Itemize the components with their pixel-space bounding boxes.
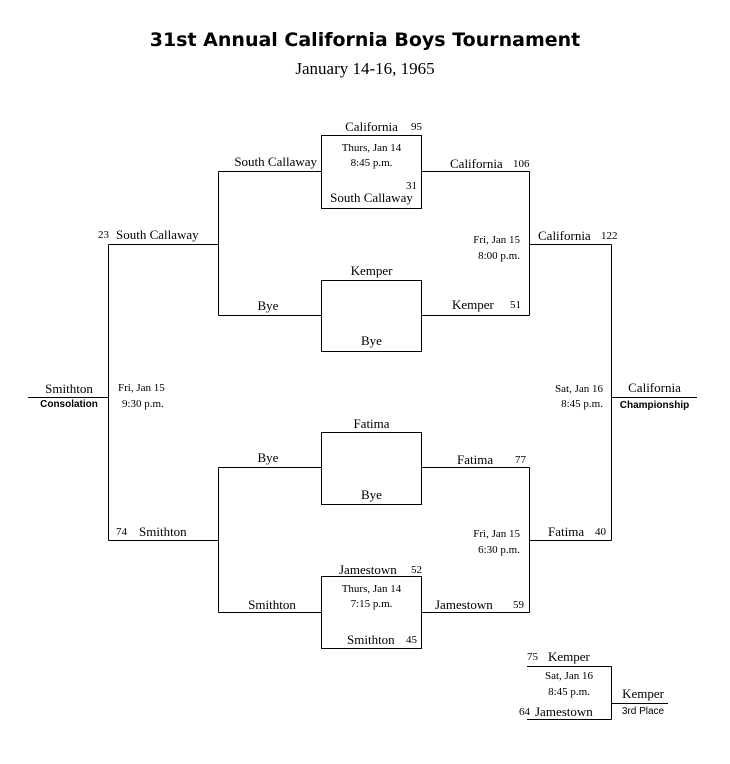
game3-top-team: Fatima xyxy=(353,416,390,431)
game1-bottom-score: 31 xyxy=(406,180,417,192)
right-r1-fatima: Fatima xyxy=(457,452,494,467)
right-r1-kemper-score: 51 xyxy=(510,299,521,311)
right-semi-california: California xyxy=(538,228,591,243)
consolation-time: 9:30 p.m. xyxy=(122,398,164,410)
right-r1-jamestown: Jamestown xyxy=(435,597,493,612)
right-r1-fatima-score: 77 xyxy=(515,454,526,466)
left-semi-south-callaway-score: 23 xyxy=(98,229,109,241)
game1-day: Thurs, Jan 14 xyxy=(341,142,402,154)
page-title: 31st Annual California Boys Tournament xyxy=(149,29,581,51)
game-box-1 xyxy=(321,135,422,209)
consolation-winner: Smithton xyxy=(45,381,93,396)
third-place-winner: Kemper xyxy=(622,686,664,701)
game1-bottom-team: South Callaway xyxy=(330,190,413,205)
third-time: 8:45 p.m. xyxy=(548,686,590,698)
right-semi-fatima-score: 40 xyxy=(595,526,606,538)
championship-day: Sat, Jan 16 xyxy=(555,383,603,395)
game1-top-team: California xyxy=(345,119,398,134)
left-r1-bye-bottom: Bye xyxy=(257,450,279,465)
left-r1-south-callaway: South Callaway xyxy=(234,154,317,169)
game-box-3 xyxy=(321,432,422,505)
championship-label: Championship xyxy=(619,400,690,411)
right-semi-california-score: 122 xyxy=(601,230,618,242)
third-place-label: 3rd Place xyxy=(621,706,665,717)
semi-bottom-time: 6:30 p.m. xyxy=(478,544,520,556)
game3-bottom-team: Bye xyxy=(361,487,382,502)
game4-bottom-score: 45 xyxy=(406,634,417,646)
left-semi-smithton-score: 74 xyxy=(116,526,127,538)
game2-top-team: Kemper xyxy=(350,263,393,278)
semi-top-time: 8:00 p.m. xyxy=(478,250,520,262)
right-r1-jamestown-score: 59 xyxy=(513,599,524,611)
game-box-2 xyxy=(321,280,422,352)
game-box-4 xyxy=(321,576,422,649)
game4-top-score: 52 xyxy=(411,564,422,576)
right-r1-california-score: 106 xyxy=(513,158,530,170)
game1-time: 8:45 p.m. xyxy=(350,157,393,169)
right-r1-kemper: Kemper xyxy=(452,297,494,312)
game2-bottom-team: Bye xyxy=(361,333,382,348)
third-bottom-score: 64 xyxy=(519,706,530,718)
right-r1-california: California xyxy=(450,156,503,171)
game1-top-score: 95 xyxy=(411,121,422,133)
left-semi-smithton: Smithton xyxy=(139,524,187,539)
third-top-score: 75 xyxy=(527,651,538,663)
game4-time: 7:15 p.m. xyxy=(350,598,393,610)
third-top-team: Kemper xyxy=(548,649,590,664)
third-bottom-team: Jamestown xyxy=(535,704,593,719)
semi-top-day: Fri, Jan 15 xyxy=(473,234,520,246)
consolation-label: Consolation xyxy=(40,399,98,410)
semi-bottom-day: Fri, Jan 15 xyxy=(473,528,520,540)
game4-top-team: Jamestown xyxy=(339,562,397,577)
champion: California xyxy=(628,380,681,395)
left-semi-south-callaway: South Callaway xyxy=(116,227,199,242)
third-day: Sat, Jan 16 xyxy=(545,670,593,682)
game4-bottom-team: Smithton xyxy=(347,632,395,647)
left-r1-smithton: Smithton xyxy=(248,597,296,612)
right-semi-fatima: Fatima xyxy=(548,524,585,539)
tournament-dates: January 14-16, 1965 xyxy=(295,59,435,78)
left-r1-bye-top: Bye xyxy=(257,298,279,313)
championship-time: 8:45 p.m. xyxy=(561,398,603,410)
consolation-day: Fri, Jan 15 xyxy=(118,382,165,394)
game4-day: Thurs, Jan 14 xyxy=(341,583,402,595)
